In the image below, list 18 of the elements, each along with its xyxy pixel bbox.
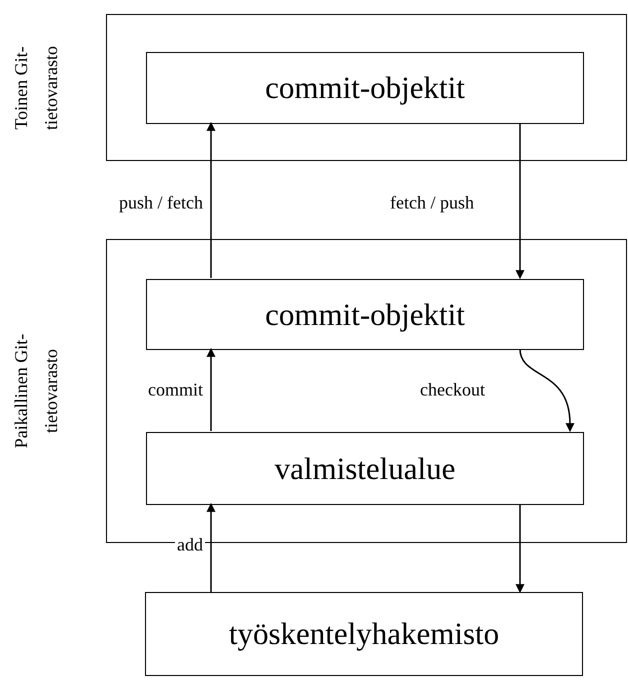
process-box [145, 592, 583, 676]
arrow [206, 502, 216, 592]
repository-label: Toinen Git-tietovarasto [10, 44, 62, 132]
process-box [146, 52, 584, 124]
arrow [516, 123, 524, 280]
arrow [519, 348, 574, 432]
edge-label: fetch / push [388, 192, 476, 214]
arrow [206, 348, 216, 431]
box-label: valmistelualue [274, 450, 456, 486]
box-label: työskentelyhakemisto [228, 616, 500, 652]
edge-label: push / fetch [117, 192, 205, 214]
process-box [146, 432, 584, 505]
arrow [206, 122, 216, 278]
process-box [146, 279, 584, 350]
arrow [516, 504, 524, 594]
repository-label: Paikallinen Git-tietovarasto [10, 332, 62, 450]
box-label: commit-objektit [265, 296, 465, 332]
box-label: commit-objektit [265, 70, 465, 106]
